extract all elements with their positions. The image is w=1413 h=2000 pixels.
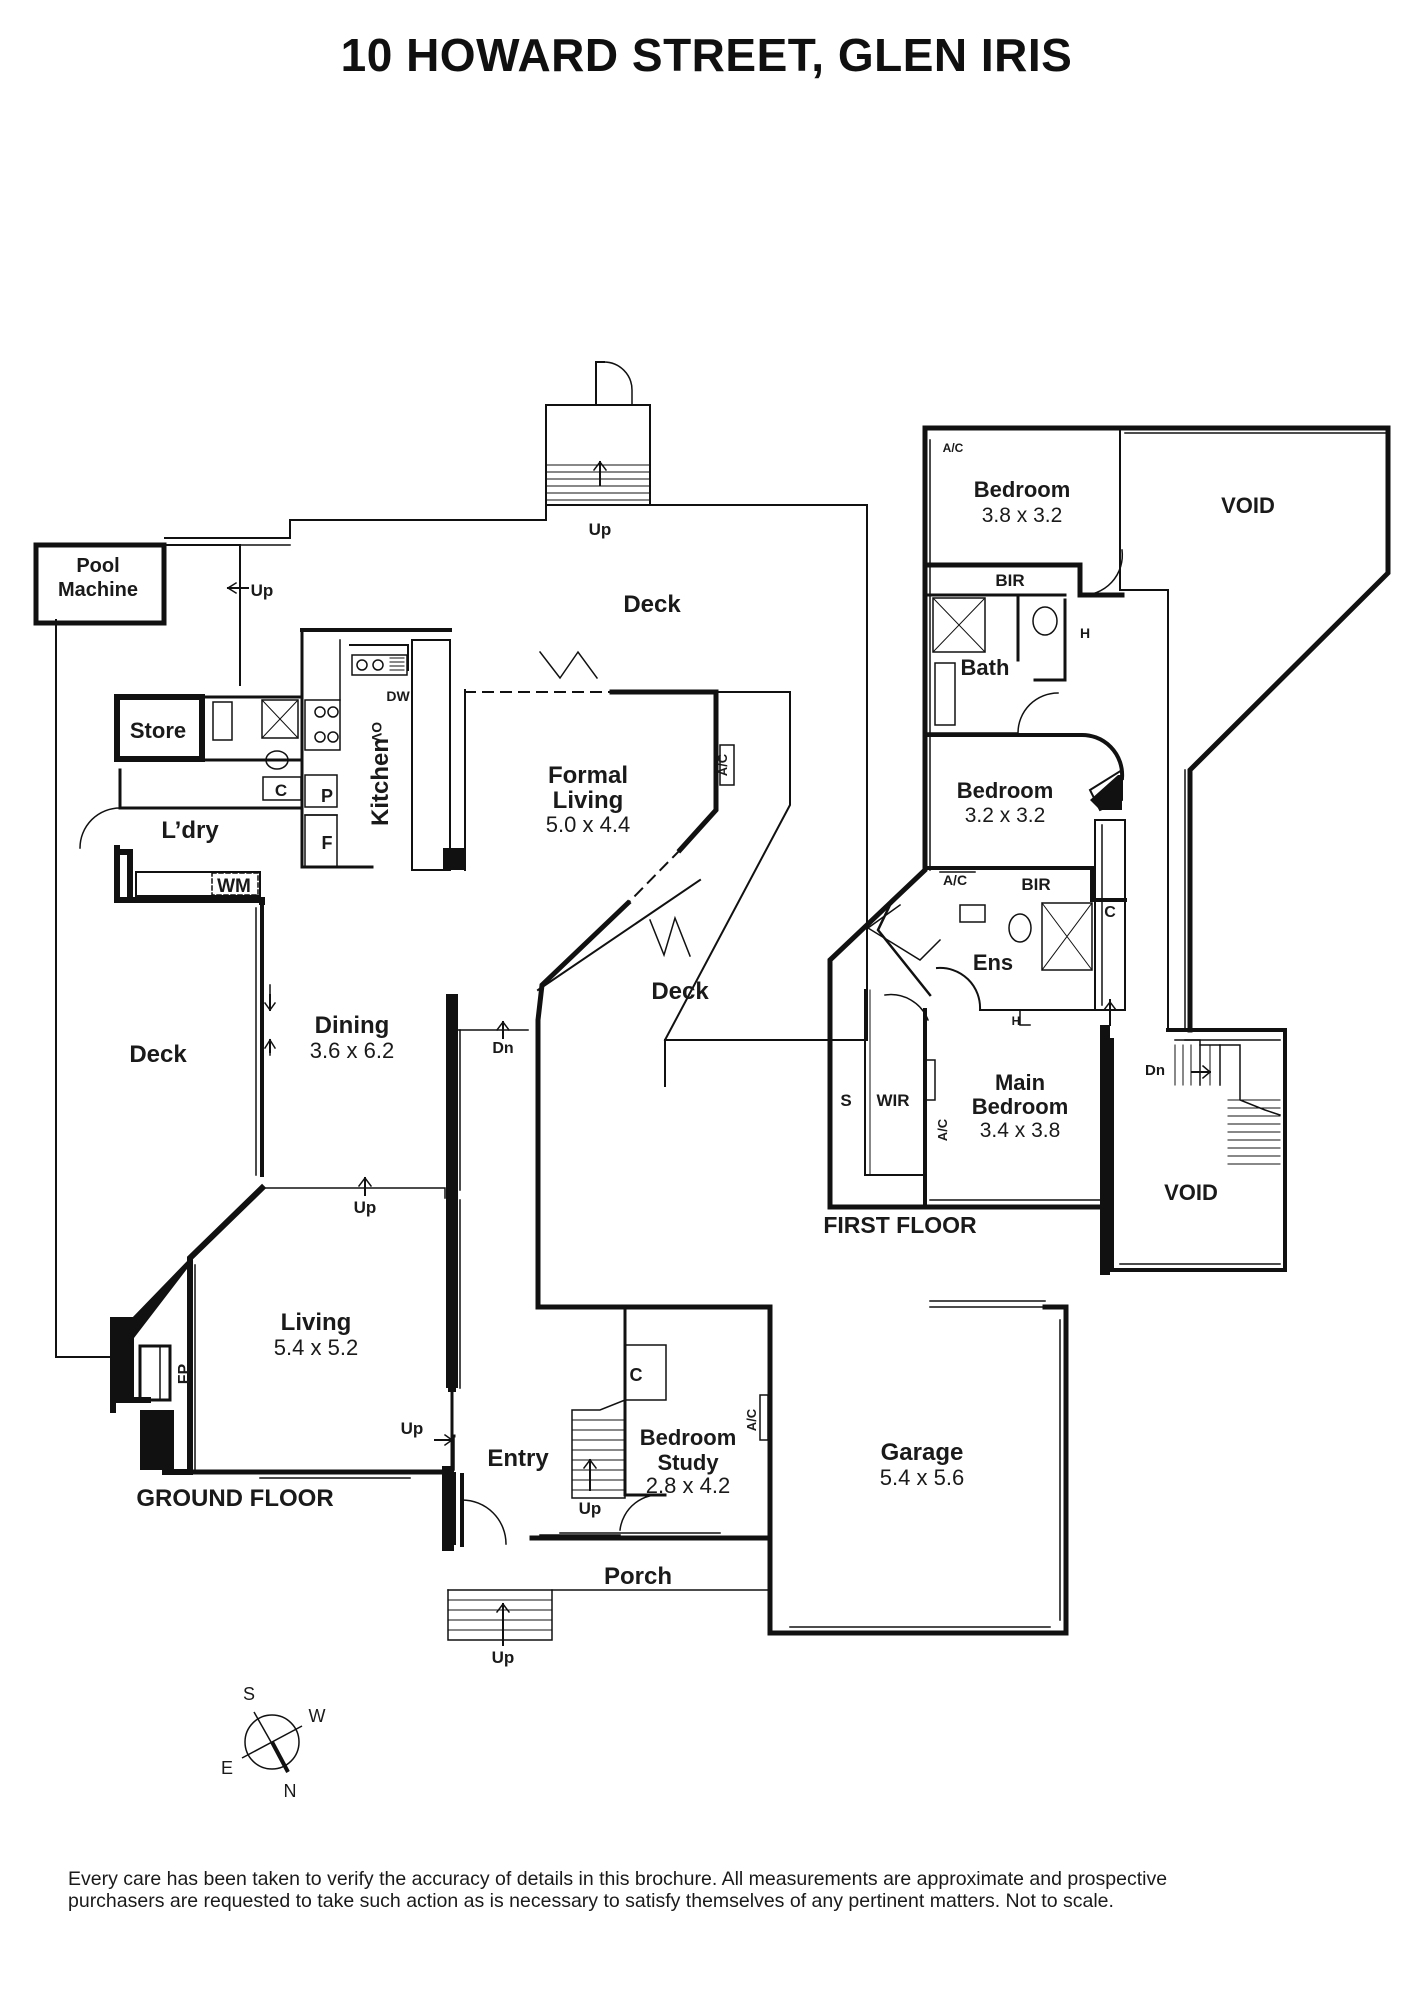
pantry-label: P bbox=[321, 786, 333, 806]
bedroom2-dims: 3.2 x 3.2 bbox=[965, 804, 1046, 827]
ac-study-label: A/C bbox=[744, 1408, 759, 1431]
bir1-label: BIR bbox=[995, 571, 1024, 590]
formal-living-dims: 5.0 x 4.4 bbox=[546, 812, 630, 837]
bir2-label: BIR bbox=[1021, 875, 1050, 894]
stair-dn-first: Dn bbox=[1145, 1062, 1165, 1079]
stair-up-living: Up bbox=[401, 1419, 424, 1438]
wm-label: WM bbox=[217, 876, 251, 897]
bedroom-study-label-2: Study bbox=[657, 1450, 719, 1475]
deck-top-label: Deck bbox=[623, 591, 681, 618]
h-bath-label: H bbox=[1080, 625, 1090, 641]
pool-machine-label-2: Machine bbox=[58, 579, 138, 601]
bedroom-study-label-1: Bedroom bbox=[640, 1425, 737, 1450]
dining-label: Dining bbox=[315, 1012, 390, 1039]
ov-label: OV bbox=[369, 722, 385, 743]
c-study-label: C bbox=[630, 1365, 643, 1385]
main-bedroom-label-1: Main bbox=[995, 1070, 1045, 1095]
void-top-label: VOID bbox=[1221, 493, 1275, 518]
deck-left-label: Deck bbox=[129, 1041, 187, 1068]
stair-up-dining: Up bbox=[354, 1198, 377, 1217]
disclaimer-line-2: purchasers are requested to take such ac… bbox=[68, 1890, 1114, 1912]
bedroom1-dims: 3.8 x 3.2 bbox=[982, 504, 1063, 527]
disclaimer: Every care has been taken to verify the … bbox=[68, 1868, 1358, 1912]
ac-bed1-label: A/C bbox=[943, 441, 964, 455]
stair-up-pool: Up bbox=[251, 581, 274, 600]
compass-e: E bbox=[221, 1758, 233, 1778]
ens-label: Ens bbox=[973, 950, 1013, 975]
h-ens-label: H bbox=[1012, 1014, 1021, 1028]
stair-dn-central: Dn bbox=[492, 1040, 513, 1057]
pool-machine-label-1: Pool bbox=[76, 555, 119, 577]
formal-living-label-2: Living bbox=[553, 787, 624, 814]
laundry-label: L’dry bbox=[161, 817, 219, 844]
deck-right-label: Deck bbox=[651, 978, 709, 1005]
stair-up-back: Up bbox=[589, 520, 612, 539]
ground-floor-label: GROUND FLOOR bbox=[136, 1485, 333, 1512]
ac-formal-label: A/C bbox=[715, 753, 730, 776]
entry-label: Entry bbox=[487, 1445, 549, 1472]
bedroom1-label: Bedroom bbox=[974, 477, 1071, 502]
c-laundry-label: C bbox=[275, 781, 287, 800]
living-dims: 5.4 x 5.2 bbox=[274, 1335, 358, 1360]
stair-up-entry: Up bbox=[579, 1499, 602, 1518]
c-first-label: C bbox=[1104, 904, 1116, 921]
garage-label: Garage bbox=[881, 1439, 964, 1466]
compass-icon: S W E N bbox=[221, 1684, 326, 1801]
fp-label: FP bbox=[176, 1363, 193, 1384]
formal-living-label-1: Formal bbox=[548, 762, 628, 789]
page-title: 10 HOWARD STREET, GLEN IRIS bbox=[340, 29, 1073, 81]
compass-n: N bbox=[284, 1781, 297, 1801]
compass-w: W bbox=[309, 1706, 326, 1726]
dining-dims: 3.6 x 6.2 bbox=[310, 1038, 394, 1063]
compass-s: S bbox=[243, 1684, 255, 1704]
first-floor-label: FIRST FLOOR bbox=[823, 1212, 977, 1238]
bath-label: Bath bbox=[961, 655, 1010, 680]
ac-bed2-label: A/C bbox=[943, 872, 967, 888]
living-label: Living bbox=[281, 1309, 352, 1336]
void-bottom-label: VOID bbox=[1164, 1180, 1218, 1205]
store-label: Store bbox=[130, 718, 186, 743]
garage-dims: 5.4 x 5.6 bbox=[880, 1465, 964, 1490]
wir-label: WIR bbox=[876, 1091, 909, 1110]
main-bedroom-dims: 3.4 x 3.8 bbox=[980, 1119, 1061, 1142]
disclaimer-line-1: Every care has been taken to verify the … bbox=[68, 1868, 1168, 1890]
main-bedroom-label-2: Bedroom bbox=[972, 1094, 1069, 1119]
dw-label: DW bbox=[386, 688, 410, 704]
bedroom-study-dims: 2.8 x 4.2 bbox=[646, 1473, 730, 1498]
stair-up-porch: Up bbox=[492, 1648, 515, 1667]
s-label: S bbox=[840, 1091, 851, 1110]
bedroom2-label: Bedroom bbox=[957, 778, 1054, 803]
ac-main-label: A/C bbox=[935, 1118, 950, 1141]
porch-label: Porch bbox=[604, 1563, 672, 1590]
kitchen-label: Kitchen bbox=[367, 738, 394, 826]
fridge-label: F bbox=[322, 833, 333, 853]
